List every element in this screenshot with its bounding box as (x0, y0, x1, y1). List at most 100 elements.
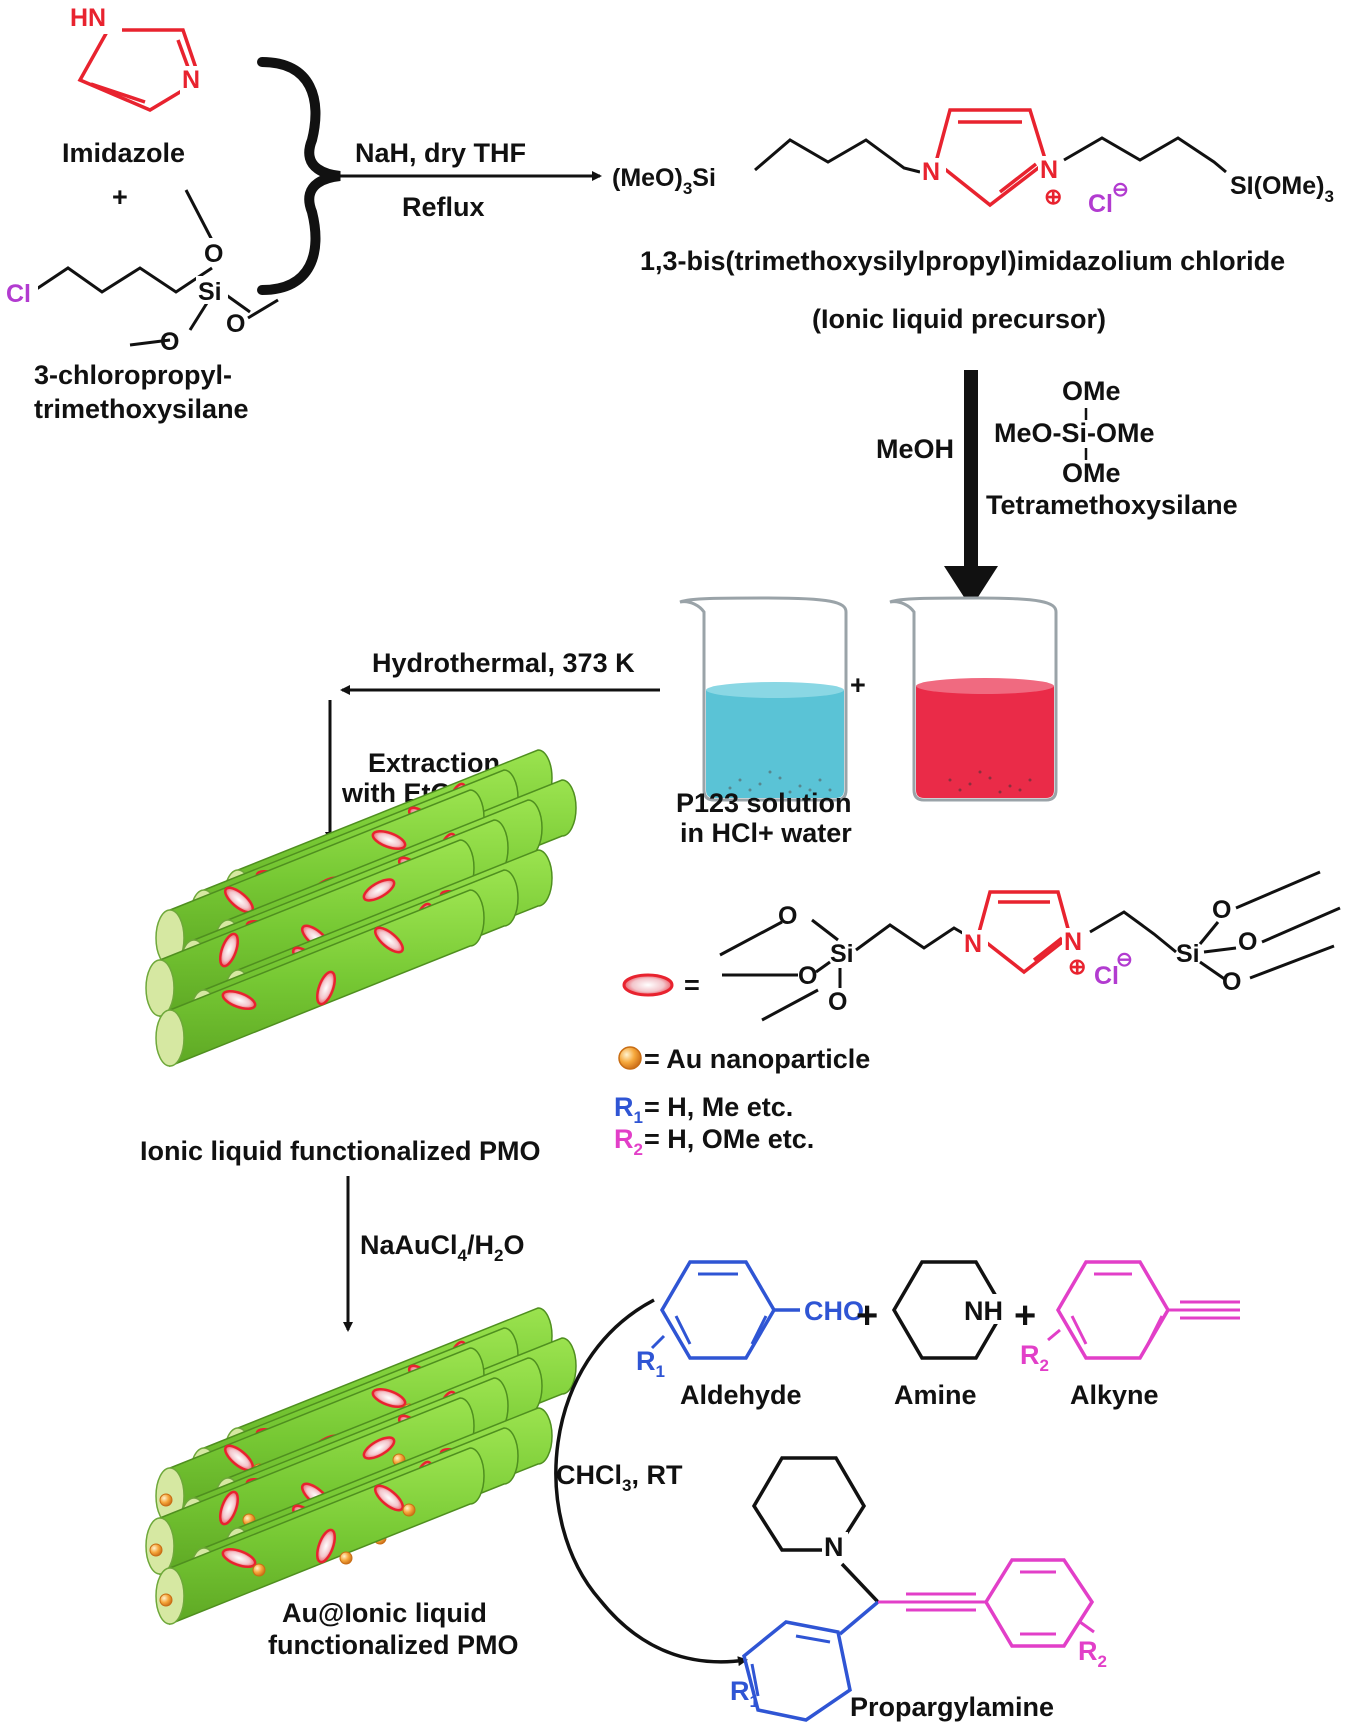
legend: = O Si O O N N ⊕ Cl ⊖ Si O O O = Au na (614, 870, 1341, 1159)
ome-top: OMe (1062, 376, 1121, 406)
ionic-liquid-site (373, 1484, 405, 1512)
chloride-ion: Cl (1088, 190, 1113, 218)
o-atom: O (1212, 896, 1231, 924)
o-atom: O (1238, 928, 1257, 956)
plus-charge: ⊕ (1044, 184, 1062, 209)
product-note: (Ionic liquid precursor) (812, 304, 1106, 334)
extraction-label-1: Extraction (368, 748, 500, 778)
pmo-bundle (145, 749, 577, 1068)
cl-atom: Cl (6, 280, 31, 308)
o-atom: O (160, 328, 179, 356)
plus-sign: + (112, 182, 128, 212)
o-atom: O (798, 962, 817, 990)
n-atom: N (922, 158, 940, 186)
r1-substituent: R1 (636, 1346, 665, 1381)
legend-ellipse-icon (622, 973, 674, 997)
au-pmo-label-2: functionalized PMO (268, 1630, 519, 1660)
minus-charge: ⊖ (1116, 949, 1133, 971)
n-atom: N (1040, 156, 1058, 184)
si-atom: Si (1176, 940, 1200, 968)
aldehyde-structure: CHO R1 (636, 1260, 864, 1381)
ionic-liquid-site (362, 1436, 396, 1460)
amine-structure: NH (891, 1260, 1007, 1360)
au-nanoparticle-icon (618, 1046, 642, 1070)
reagent-bottom: Reflux (402, 192, 485, 222)
meo3si-group: (MeO)3Si (612, 164, 716, 198)
r2-substituent: R2 (1078, 1636, 1107, 1671)
beaker-red (889, 596, 1058, 802)
chcl3-label: CHCl3, RT (556, 1460, 683, 1495)
au-nanoparticle (159, 1593, 173, 1607)
ionic-liquid-site (371, 1387, 407, 1409)
hn-atom: HN (70, 4, 106, 32)
plus-sign: + (1014, 1295, 1036, 1337)
brace (257, 57, 341, 295)
au-nanoparticle (159, 1493, 173, 1507)
curved-arrow (554, 1298, 748, 1667)
beaker-blue (679, 596, 848, 802)
ionic-liquid-site (315, 1528, 337, 1564)
product-name: 1,3-bis(trimethoxysilylpropyl)imidazoliu… (640, 246, 1285, 276)
chloropropyl-label-1: 3-chloropropyl- (34, 360, 232, 390)
n-atom: N (964, 930, 982, 958)
au-pmo-bundle (145, 1307, 577, 1626)
ionic-liquid-site (371, 829, 407, 851)
propargylamine-label: Propargylamine (850, 1692, 1054, 1722)
hydrothermal-label: Hydrothermal, 373 K (372, 648, 635, 678)
chloride-ion: Cl (1094, 962, 1119, 990)
plus-sign: + (856, 1295, 878, 1337)
alkyne-structure: R2 (1020, 1260, 1240, 1375)
r1-substituent: R1 (730, 1676, 759, 1711)
pore-tube (155, 889, 485, 1068)
o-atom: O (204, 240, 223, 268)
ionic-liquid-site (373, 926, 405, 954)
au-nanoparticle (339, 1551, 353, 1565)
au-pmo-label-1: Au@Ionic liquid (282, 1598, 487, 1628)
pmo-label: Ionic liquid functionalized PMO (140, 1136, 541, 1166)
o-atom: O (828, 988, 847, 1016)
legend-equals: = (684, 970, 700, 1000)
ionic-liquid-site (221, 989, 257, 1011)
imidazole-structure: HN N (66, 0, 206, 112)
n-atom: N (182, 66, 200, 94)
ionic-liquid-site (362, 878, 396, 902)
o-atom: O (778, 902, 797, 930)
ionic-liquid-site (218, 932, 240, 968)
r2-symbol: R2 (614, 1124, 643, 1159)
amine-label: Amine (894, 1380, 977, 1410)
si-atom: Si (830, 940, 854, 968)
ionic-liquid-site (221, 1547, 257, 1569)
reagent-top: NaH, dry THF (355, 138, 526, 168)
si-ome3-group: SI(OMe)3 (1230, 172, 1334, 206)
p123-label-1: P123 solution (676, 788, 852, 818)
r1-definition: = H, Me etc. (644, 1092, 793, 1122)
pore-tube (155, 1447, 485, 1626)
meo-si-ome: MeO-Si-OMe (994, 418, 1155, 448)
r2-substituent: R2 (1020, 1340, 1049, 1375)
imidazole-label: Imidazole (62, 138, 185, 168)
alkyne-label: Alkyne (1070, 1380, 1159, 1410)
au-nanoparticle (149, 1543, 163, 1557)
naaucl4-label: NaAuCl4/H2O (360, 1230, 524, 1265)
r1-symbol: R1 (614, 1092, 643, 1127)
au-np-label: = Au nanoparticle (644, 1044, 870, 1074)
chloropropyl-silane-structure: Cl O Si O O (6, 189, 279, 356)
methanol-label: MeOH (876, 434, 954, 464)
plus-charge: ⊕ (1068, 954, 1086, 979)
o-atom: O (226, 310, 245, 338)
precursor-structure: (MeO)3Si N N ⊕ Cl ⊖ SI(OMe)3 (612, 108, 1334, 218)
ome-bottom: OMe (1062, 458, 1121, 488)
tmos-label: Tetramethoxysilane (986, 490, 1238, 520)
n-atom: N (1064, 928, 1082, 956)
r2-definition: = H, OMe etc. (644, 1124, 814, 1154)
n-atom: N (824, 1532, 844, 1562)
si-atom: Si (198, 278, 222, 306)
minus-charge: ⊖ (1112, 179, 1129, 201)
nh-group: NH (964, 1296, 1003, 1326)
ionic-liquid-site (218, 1490, 240, 1526)
beaker-plus: + (850, 670, 866, 700)
arrow-step-2 (944, 370, 998, 608)
propargylamine-structure: N R1 R2 (730, 1456, 1107, 1722)
o-atom: O (1222, 968, 1241, 996)
